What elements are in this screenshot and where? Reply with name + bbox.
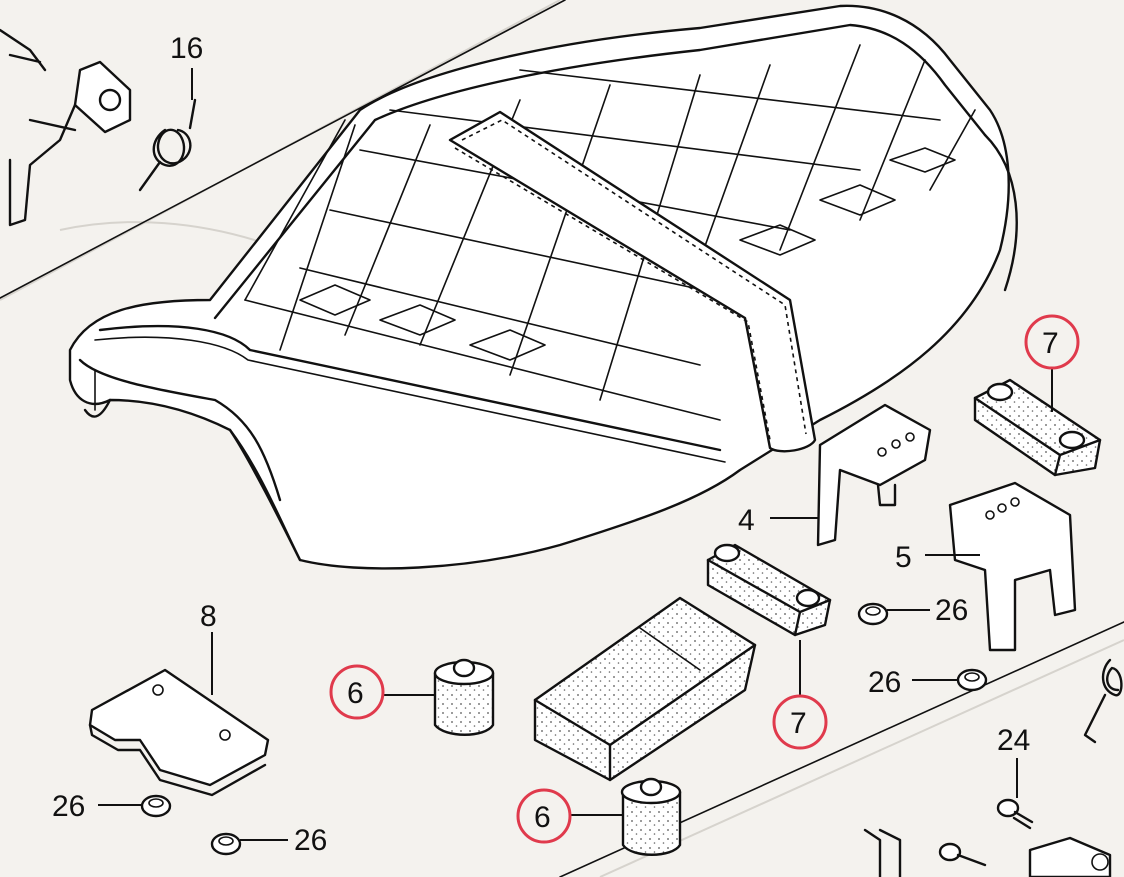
divider-line [0,0,566,299]
highlight-circle-6-left [329,664,385,720]
label-26-left-a: 26 [52,790,85,823]
label-6-bottom: 6 [534,801,551,834]
foam-block [533,596,757,782]
label-6-left: 6 [347,677,364,710]
label-24: 24 [997,724,1030,757]
label-26-right-lower: 26 [868,666,901,699]
rubber-7-center [706,543,832,637]
hinge-bracket [0,28,132,227]
label-7-top: 7 [1042,327,1059,360]
plate-8 [88,668,270,797]
label-8: 8 [200,600,217,633]
nut-26-left-a [140,794,172,818]
lower-right-hardware [863,828,1112,877]
label-26-right-upper: 26 [935,594,968,627]
seat-assembly [68,4,1018,570]
cushion-6-bottom [620,777,682,856]
highlight-circle-7-center [772,694,828,750]
label-26-left-b: 26 [294,824,327,857]
nut-26-right-upper [857,602,889,626]
spring-right-edge [1083,658,1123,744]
bolt-24 [996,798,1034,830]
label-5: 5 [895,541,912,574]
spring-16 [138,98,197,192]
nut-26-right-lower [956,668,988,692]
bracket-4 [816,403,932,547]
label-4: 4 [738,504,755,537]
cushion-6-left [433,658,495,736]
highlight-circle-6-bottom [516,788,572,844]
nut-26-left-b [210,832,242,856]
rubber-7-top [973,378,1102,477]
label-7-center: 7 [790,707,807,740]
highlight-circle-7-top [1024,314,1080,370]
label-16: 16 [170,32,203,65]
bracket-5 [948,481,1077,652]
